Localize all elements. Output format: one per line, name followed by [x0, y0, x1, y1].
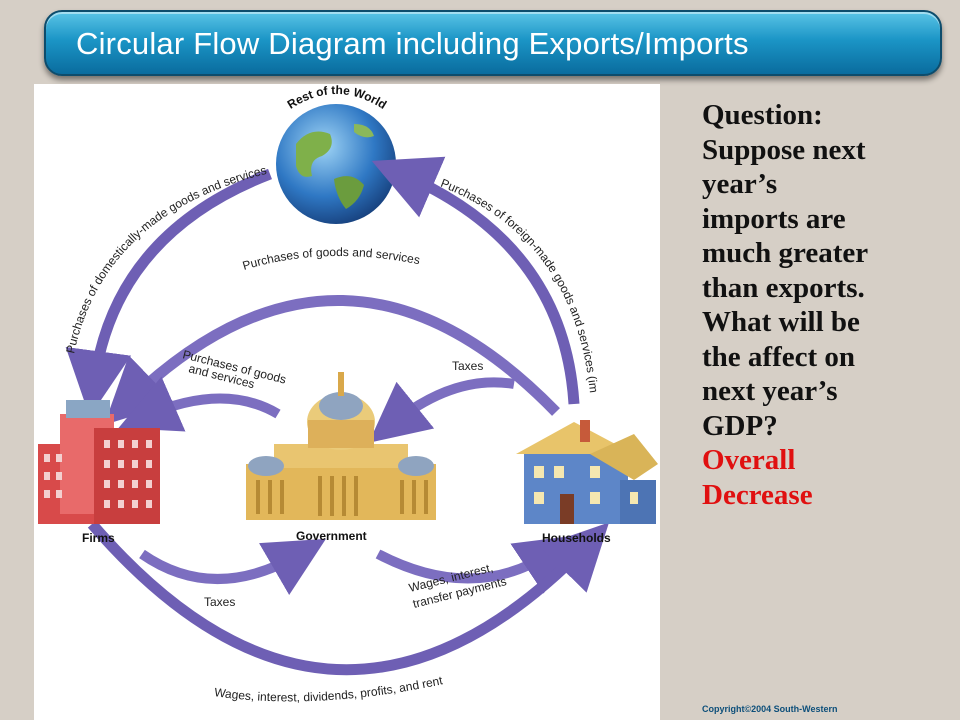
imports-arrow: [371, 156, 580, 405]
exports-arrow: [65, 168, 272, 417]
question-line: What will be: [702, 306, 860, 338]
households-house-icon: [516, 420, 658, 524]
slide-background: [0, 0, 36, 720]
slide-title: Circular Flow Diagram including Exports/…: [76, 26, 749, 61]
government-capitol-icon: [246, 372, 436, 520]
arrows: [65, 156, 610, 676]
world-globe-icon: [276, 104, 396, 224]
question-line: much greater: [702, 237, 869, 269]
question-line: imports are: [702, 202, 846, 235]
answer-line: Overall: [702, 444, 796, 476]
question-line: Question:: [702, 99, 823, 131]
copyright-notice: Copyright©2004 South-Western: [702, 704, 838, 714]
question-line: next year’s: [702, 375, 838, 407]
households-label: Households: [542, 531, 611, 545]
transfer-arrow: [375, 535, 577, 594]
wages-dividends-arrow: [87, 520, 610, 676]
purchases-arrow: [104, 295, 560, 425]
answer-line: Decrease: [702, 478, 813, 511]
question-line: the affect on: [702, 340, 856, 373]
purchases-label: Purchases of goods and services: [241, 245, 421, 273]
question-line: than exports.: [702, 271, 865, 304]
circular-flow-diagram: Rest of the World: [34, 84, 660, 720]
question-line: GDP?: [702, 409, 778, 442]
firms-label: Firms: [82, 531, 115, 545]
gov-purchases-arrow: [118, 376, 281, 432]
title-bar: Circular Flow Diagram including Exports/…: [44, 10, 942, 76]
taxes-firms-arrow: [139, 538, 326, 596]
government-label: Government: [296, 529, 367, 543]
question-line: year’s: [702, 168, 778, 200]
taxes-households-label: Taxes: [452, 359, 483, 373]
question-line: Suppose next: [702, 133, 866, 166]
question-text: Question: Suppose next year’s imports ar…: [702, 98, 952, 512]
taxes-households-arrow: [368, 377, 515, 443]
wages-dividends-label: Wages, interest, dividends, profits, and…: [214, 673, 445, 704]
firms-building-icon: [38, 400, 160, 524]
exports-label: Purchases of domestically-made goods and…: [34, 84, 268, 355]
taxes-firms-label: Taxes: [204, 595, 235, 609]
